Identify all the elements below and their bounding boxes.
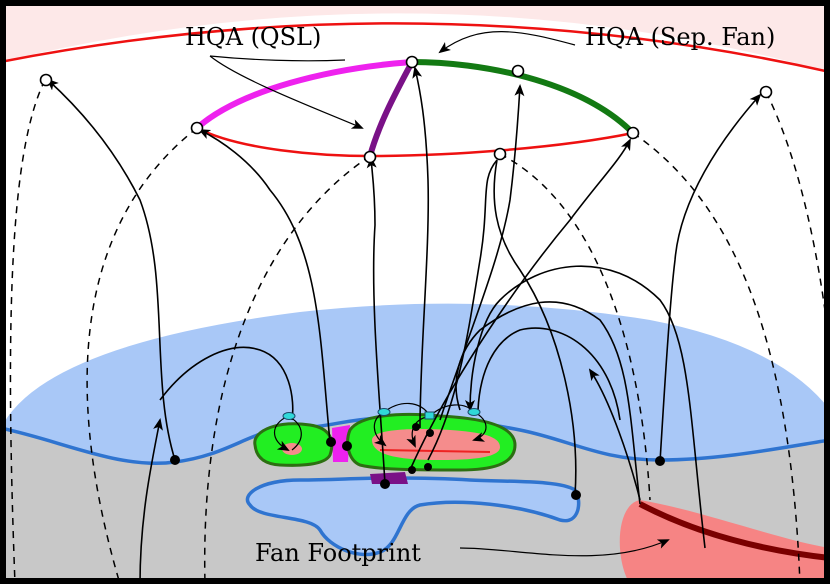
filled-footpoints xyxy=(170,423,665,500)
filled-circle-footpoint-icon xyxy=(655,456,665,466)
null-points xyxy=(282,408,481,420)
filled-circle-footpoint-icon xyxy=(326,437,336,447)
open-circle-footpoint-icon xyxy=(759,85,773,99)
null-point-icon xyxy=(282,412,296,420)
open-circle-footpoint-icon xyxy=(493,147,507,161)
field-lines xyxy=(46,66,762,584)
open-circle-footpoint-icon xyxy=(363,150,377,164)
lower-blue-lobe xyxy=(245,476,581,557)
filled-circle-footpoint-icon xyxy=(342,441,352,451)
filled-circle-footpoint-icon xyxy=(380,479,390,489)
open-circle-footpoint-icon xyxy=(511,64,525,78)
hqa-sep-fan-label: HQA (Sep. Fan) xyxy=(585,23,775,51)
left-pink-core xyxy=(282,443,302,455)
magenta-patch xyxy=(332,425,350,462)
filled-circle-footpoint-icon xyxy=(408,466,416,474)
hqa-sep-fan-arc xyxy=(411,59,636,136)
fan-footprint-label: Fan Footprint xyxy=(255,539,421,567)
hqa-qsl-label: HQA (QSL) xyxy=(185,23,321,51)
upper-region xyxy=(0,0,830,72)
right-red-line xyxy=(379,449,491,453)
outer-circle xyxy=(0,22,830,74)
filled-circle-footpoint-icon xyxy=(412,423,420,431)
label-leaders xyxy=(209,31,670,557)
null-point-icon xyxy=(377,408,391,416)
null-point-icon xyxy=(467,408,481,416)
dashed-field-lines xyxy=(9,79,830,584)
hqa-ellipse-lower xyxy=(196,126,634,158)
hqa-qsl-arc xyxy=(195,59,413,131)
open-footpoints xyxy=(39,55,773,164)
purple-patch xyxy=(370,472,408,484)
filled-circle-footpoint-icon xyxy=(426,429,434,437)
null-point-icon xyxy=(424,411,435,420)
filled-circle-footpoint-icon xyxy=(424,463,432,471)
spine-arc xyxy=(367,60,415,157)
open-circle-footpoint-icon xyxy=(39,73,53,87)
open-circle-footpoint-icon xyxy=(190,121,204,135)
filled-circle-footpoint-icon xyxy=(571,490,581,500)
open-circle-footpoint-icon xyxy=(405,55,419,69)
open-circle-footpoint-icon xyxy=(626,126,640,140)
filled-circle-footpoint-icon xyxy=(170,455,180,465)
